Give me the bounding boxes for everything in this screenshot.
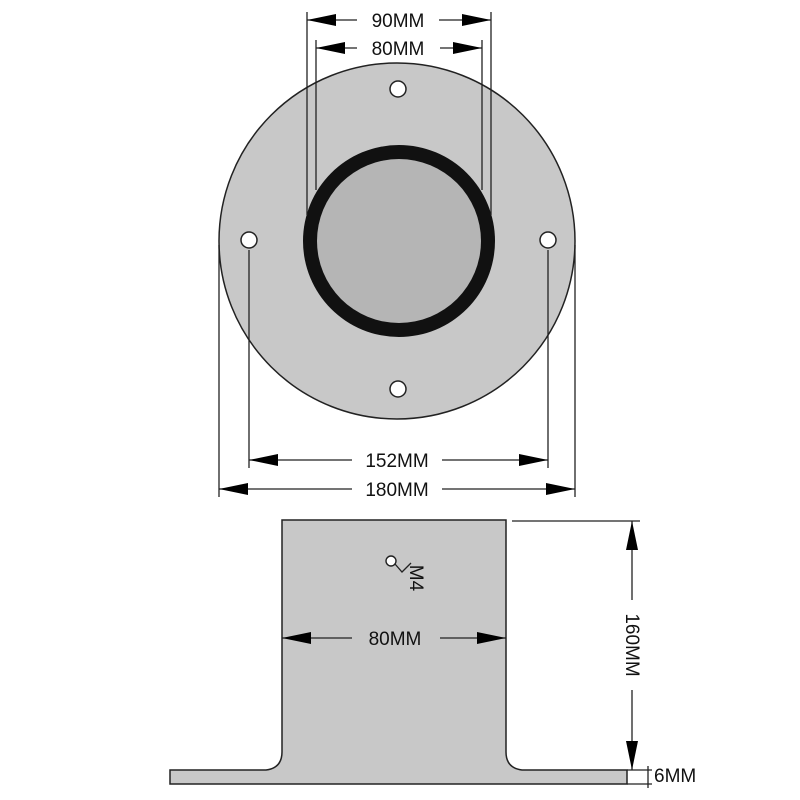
dimension-90: 90MM — [307, 11, 491, 32]
dim-label-180: 180MM — [365, 480, 428, 501]
dim-label-80-top: 80MM — [372, 39, 425, 60]
screw-symbol-m4: M4 — [385, 555, 426, 592]
dimension-80-side: 80MM — [282, 629, 506, 650]
top-view: 90MM 80MM 152MM 180MM — [218, 11, 576, 501]
bolt-hole-bottom — [389, 380, 407, 398]
dim-label-6: 6MM — [654, 766, 696, 787]
dim-label-152: 152MM — [365, 451, 428, 472]
bolt-hole-left — [240, 231, 258, 249]
side-view: M4 80MM 160MM 6MM — [169, 519, 696, 788]
dimension-6: 6MM — [627, 766, 696, 788]
bolt-hole-right — [539, 231, 557, 249]
dimension-180: 180MM — [219, 480, 575, 501]
dim-label-80-side: 80MM — [369, 629, 422, 650]
dim-label-160: 160MM — [621, 613, 642, 676]
dimension-80-top: 80MM — [316, 39, 482, 60]
screw-label-m4: M4 — [405, 565, 426, 592]
tube-bore — [317, 159, 481, 323]
tube-body-side — [169, 519, 628, 785]
dimension-152: 152MM — [249, 451, 548, 472]
dim-label-90: 90MM — [372, 11, 425, 32]
dimension-160: 160MM — [512, 520, 642, 770]
bolt-hole-top — [389, 80, 407, 98]
